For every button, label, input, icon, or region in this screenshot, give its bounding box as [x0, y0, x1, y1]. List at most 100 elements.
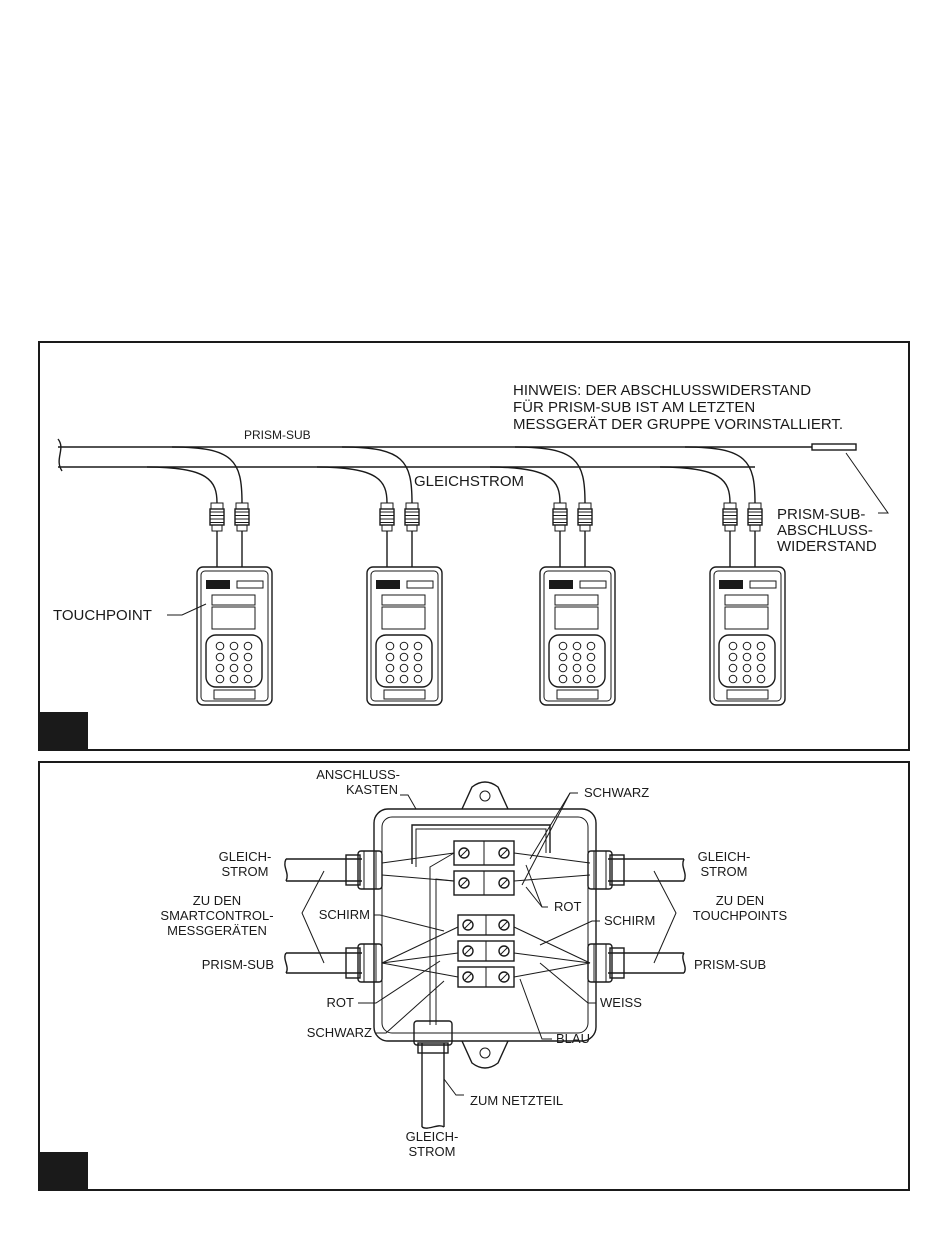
terminal-block — [457, 940, 515, 962]
prism-sub-drop — [341, 446, 413, 504]
key — [586, 641, 596, 651]
key — [586, 652, 596, 662]
touchpoint-label: TOUCHPOINT — [53, 607, 152, 624]
key — [572, 674, 582, 684]
keypad — [548, 634, 606, 688]
connector — [747, 502, 763, 567]
left-gleichstrom-label-2: STROM — [222, 864, 269, 879]
anschlusskasten-label-1: ANSCHLUSS- — [316, 767, 400, 782]
display-main — [724, 606, 769, 630]
display-top — [211, 594, 256, 606]
key — [558, 674, 568, 684]
foot — [556, 689, 599, 700]
junction-box-panel: ANSCHLUSS- KASTEN SCHWARZ ROT SCHIRM SCH… — [38, 761, 910, 1191]
screw — [498, 877, 510, 889]
device-body — [709, 566, 786, 706]
key — [413, 674, 423, 684]
screw — [462, 919, 474, 931]
weiss-label: WEISS — [600, 995, 642, 1010]
display-top — [554, 594, 599, 606]
terminal-blocks — [453, 840, 515, 988]
terminal-block — [453, 870, 515, 896]
brand-logo — [376, 580, 400, 589]
screw — [498, 945, 510, 957]
brand-logo — [719, 580, 743, 589]
key — [756, 652, 766, 662]
key — [385, 652, 395, 662]
key — [742, 652, 752, 662]
screw — [458, 877, 470, 889]
note-line-3: MESSGERÄT DER GRUPPE VORINSTALLIERT. — [513, 416, 843, 433]
key — [413, 641, 423, 651]
keypad — [718, 634, 776, 688]
key — [243, 652, 253, 662]
left-zu-den-label-3: MESSGERÄTEN — [167, 923, 267, 938]
terminator-line-2: ABSCHLUSS- — [777, 522, 873, 539]
connector — [722, 502, 738, 567]
key — [756, 674, 766, 684]
display-main — [381, 606, 426, 630]
terminator-line-1: PRISM-SUB- — [777, 506, 865, 523]
bottom-gleichstrom-label-1: GLEICH- — [406, 1129, 459, 1144]
key — [229, 663, 239, 673]
key — [243, 663, 253, 673]
right-gleichstrom-label-1: GLEICH- — [698, 849, 751, 864]
prism-sub-drop — [684, 446, 756, 504]
right-zu-den-label-1: ZU DEN — [716, 893, 764, 908]
right-gleichstrom-label-2: STROM — [701, 864, 748, 879]
key — [756, 641, 766, 651]
device-body — [196, 566, 273, 706]
cable-gland-right-top — [587, 850, 625, 890]
display-main — [211, 606, 256, 630]
left-zu-den-label-2: SMARTCONTROL- — [160, 908, 273, 923]
gleichstrom-drop — [316, 466, 388, 504]
left-zu-den-label-1: ZU DEN — [193, 893, 241, 908]
key — [728, 663, 738, 673]
key — [229, 652, 239, 662]
screw — [498, 971, 510, 983]
touchpoint-device — [489, 446, 616, 706]
connector — [209, 502, 225, 567]
anschlusskasten-label-2: KASTEN — [346, 782, 398, 797]
cable-gland-left-bottom — [345, 943, 383, 983]
cable-gland-bottom — [413, 1020, 453, 1054]
screw — [458, 847, 470, 859]
zum-netzteil-label: ZUM NETZTEIL — [470, 1093, 563, 1108]
connector — [234, 502, 250, 567]
touchpoint-device — [316, 446, 443, 706]
panel-tab-marker — [40, 712, 88, 749]
brand-logo — [206, 580, 230, 589]
gleichstrom-drop — [659, 466, 731, 504]
rot-left-label: ROT — [327, 995, 355, 1010]
cable-break-mark — [57, 438, 63, 472]
key — [215, 674, 225, 684]
key — [572, 652, 582, 662]
junction-box — [373, 808, 597, 1042]
key — [558, 652, 568, 662]
key — [385, 674, 395, 684]
touchpoint-device — [146, 446, 273, 706]
key — [215, 652, 225, 662]
key — [413, 652, 423, 662]
key — [728, 652, 738, 662]
gleichstrom-drop — [489, 466, 561, 504]
gleichstrom-label: GLEICHSTROM — [414, 473, 524, 490]
key — [572, 663, 582, 673]
touchpoint-leader — [167, 603, 207, 616]
left-gleichstrom-label-1: GLEICH- — [219, 849, 272, 864]
cable-gland-left-top — [345, 850, 383, 890]
blau-label: BLAU — [556, 1031, 590, 1046]
key — [229, 674, 239, 684]
left-prism-sub-label: PRISM-SUB — [202, 957, 274, 972]
schwarz-top-label: SCHWARZ — [584, 785, 649, 800]
display-top — [724, 594, 769, 606]
key — [243, 641, 253, 651]
right-prism-sub-label: PRISM-SUB — [694, 957, 766, 972]
screw — [462, 971, 474, 983]
key — [413, 663, 423, 673]
key — [558, 641, 568, 651]
connector — [577, 502, 593, 567]
key — [558, 663, 568, 673]
display-main — [554, 606, 599, 630]
wire-schwarz-loop — [411, 824, 551, 864]
